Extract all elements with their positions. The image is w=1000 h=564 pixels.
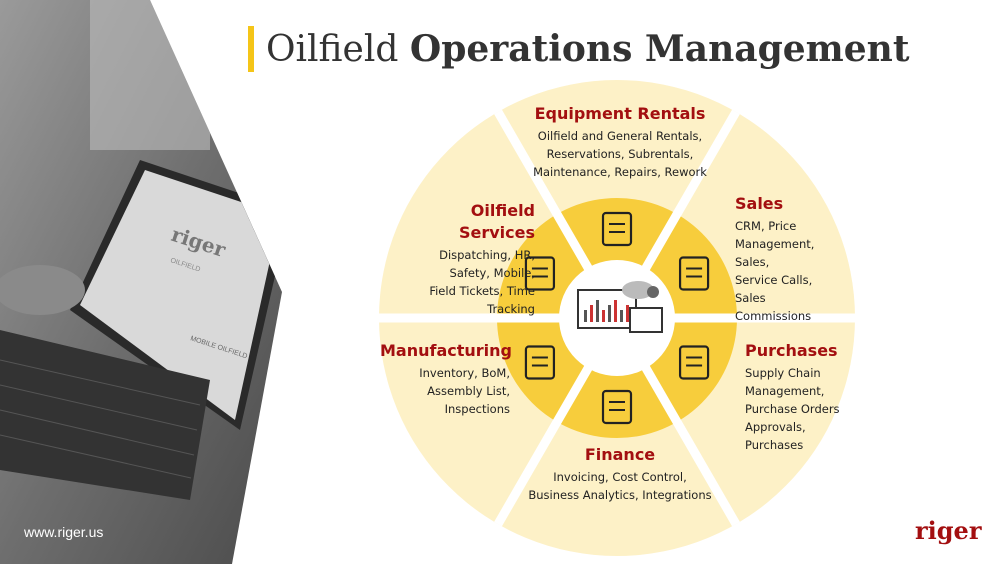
segment-title: Sales <box>735 194 784 213</box>
invoice-check-icon <box>601 389 633 425</box>
segment-title: Purchases <box>745 341 838 360</box>
cloud-icon <box>622 281 654 299</box>
segment-desc: Inventory, BoM,Assembly List,Inspections <box>419 366 510 416</box>
chart-bar <box>608 305 611 322</box>
page-title: Oilfield Operations Management <box>248 26 909 72</box>
pumpjack-icon <box>601 211 633 247</box>
gear-network-icon <box>524 345 556 380</box>
segment-title: Finance <box>584 445 656 464</box>
title-light: Oilfield <box>266 29 399 70</box>
segment-desc: Invoicing, Cost Control,Business Analyti… <box>528 470 712 502</box>
chart-bar <box>614 300 617 322</box>
laptop-icon <box>629 307 663 333</box>
title-bold: Operations Management <box>409 28 910 70</box>
chart-bar <box>596 300 599 322</box>
tablet-photo: riger OILFIELD MOBILE OILFIELD <box>0 0 282 564</box>
field-worker-icon <box>524 256 556 291</box>
chart-bar <box>620 310 623 322</box>
chart-bar <box>584 310 587 322</box>
chart-bar <box>590 305 593 322</box>
website-url[interactable]: www.riger.us <box>24 524 104 540</box>
lock-icon <box>647 286 659 298</box>
segment-desc: Oilfield and General Rentals,Reservation… <box>533 129 707 179</box>
chart-bar <box>626 305 629 322</box>
chart-bar <box>602 310 605 322</box>
segment-desc: Dispatching, HR,Safety, Mobile,Field Tic… <box>429 248 535 316</box>
segment-title: Oilfield Services <box>458 201 535 242</box>
mobile-shop-icon <box>678 345 710 380</box>
segment-title: Manufacturing <box>380 341 512 360</box>
oil-derrick-icon <box>678 256 710 291</box>
riger-logo: riger <box>915 516 982 545</box>
segment-title: Equipment Rentals <box>534 104 706 123</box>
